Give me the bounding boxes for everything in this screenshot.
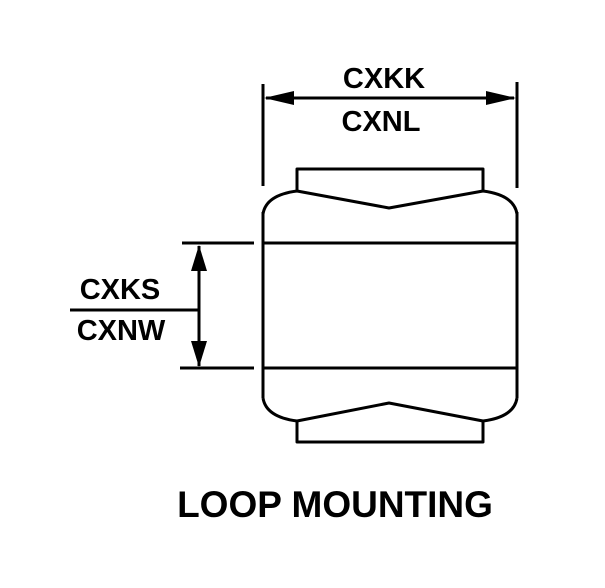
width-lower-label: CXNL (342, 106, 421, 138)
bottom-flange (295, 420, 485, 444)
height-arrow-down-icon (191, 341, 207, 367)
width-upper-label: CXKK (343, 63, 425, 95)
top-profile (261, 189, 519, 215)
top-flange (295, 167, 485, 192)
width-arrow-left-icon (264, 91, 294, 105)
height-arrow-up-icon (191, 245, 207, 271)
width-dimension (261, 82, 519, 188)
bottom-profile (261, 397, 519, 423)
height-lower-label: CXNW (77, 315, 166, 347)
mounting-body (261, 167, 519, 444)
diagram-title: LOOP MOUNTING (177, 484, 493, 525)
height-upper-label: CXKS (80, 274, 161, 306)
width-arrow-right-icon (486, 91, 516, 105)
